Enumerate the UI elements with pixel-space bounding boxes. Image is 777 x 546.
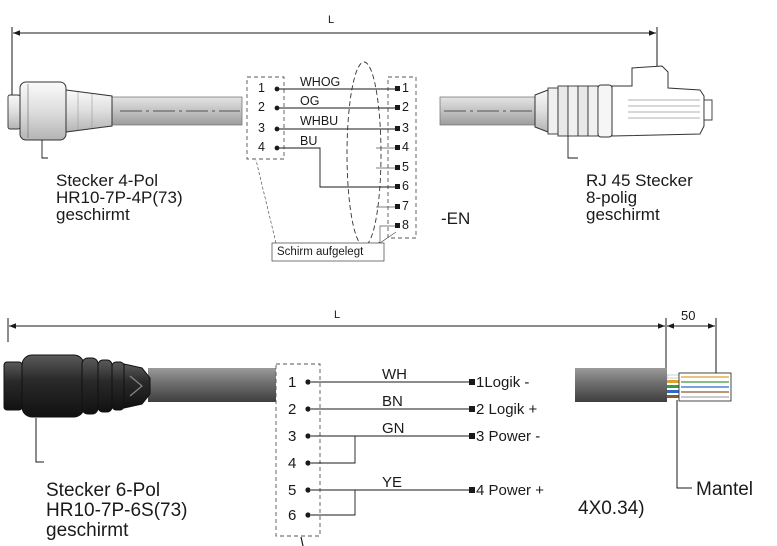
top-cable-left — [109, 96, 243, 126]
bottom-pin-3: 3 — [288, 428, 297, 445]
bottom-pin-1: 1 — [288, 374, 297, 391]
top-left-pin-2: 2 — [258, 100, 265, 114]
bottom-connector-line-2: HR10-7P-6S(73) — [46, 500, 188, 521]
bottom-left-connector — [3, 354, 151, 463]
bottom-strip-label: 50 — [681, 308, 696, 323]
bottom-wire-bn: BN — [382, 393, 403, 410]
top-pinout-box — [246, 61, 417, 262]
bottom-right-label-1: 1Logik - — [476, 374, 530, 391]
bottom-connector-line-1: Stecker 6-Pol — [46, 480, 161, 501]
bottom-wire-gn: GN — [382, 420, 405, 437]
top-right-pin-6: 6 — [402, 179, 409, 193]
bottom-right-label-4: 4 Power + — [476, 482, 544, 499]
bottom-right-label-2: 2 Logik + — [476, 401, 538, 418]
bottom-pinout-box — [275, 363, 475, 546]
top-left-connector — [7, 81, 113, 159]
bottom-pin-5: 5 — [288, 482, 297, 499]
bottom-pin-4: 4 — [288, 455, 297, 472]
top-wire-bu: BU — [300, 134, 318, 148]
top-right-pin-1: 1 — [402, 81, 409, 95]
top-right-pin-3: 3 — [402, 121, 409, 135]
top-wire-whog: WHOG — [300, 75, 341, 89]
top-right-connector-line-3: geschirmt — [586, 205, 660, 224]
top-shield-label: Schirm aufgelegt — [277, 246, 364, 258]
top-length-label: L — [328, 14, 335, 26]
bottom-connector-line-3: geschirmt — [46, 520, 129, 541]
top-wire-whbu: WHBU — [300, 114, 339, 128]
bottom-right-label-3: 3 Power - — [476, 428, 541, 445]
bottom-wire-ye: YE — [382, 474, 403, 491]
top-left-connector-line-2: HR10-7P-4P(73) — [56, 188, 183, 207]
top-left-pin-3: 3 — [258, 121, 265, 135]
bottom-cable — [148, 368, 732, 489]
bottom-length-label: L — [334, 309, 341, 321]
bottom-pin-2: 2 — [288, 401, 297, 418]
bottom-pin-6: 6 — [288, 507, 297, 524]
top-right-pin-7: 7 — [402, 199, 409, 213]
bottom-partial-cable-text: 4X0.34) — [578, 498, 645, 519]
top-right-pin-4: 4 — [402, 140, 409, 154]
top-right-connector-line-2: 8-polig — [586, 188, 638, 207]
bottom-jacket-label: Mantel — [696, 479, 754, 500]
top-left-connector-line-1: Stecker 4-Pol — [56, 171, 159, 190]
top-right-pin-2: 2 — [402, 100, 409, 114]
top-right-pin-5: 5 — [402, 160, 409, 174]
top-left-pin-4: 4 — [258, 140, 265, 154]
top-right-pin-8: 8 — [402, 218, 409, 232]
top-left-connector-line-3: geschirmt — [56, 205, 130, 224]
top-wire-og: OG — [300, 94, 320, 108]
bottom-wire-wh: WH — [382, 366, 407, 383]
top-partial-cable-text: -EN — [441, 209, 471, 228]
top-cable-right — [439, 96, 536, 126]
top-left-pin-1: 1 — [258, 81, 265, 95]
top-right-connector — [534, 65, 713, 159]
top-right-connector-line-1: RJ 45 Stecker — [586, 171, 693, 190]
